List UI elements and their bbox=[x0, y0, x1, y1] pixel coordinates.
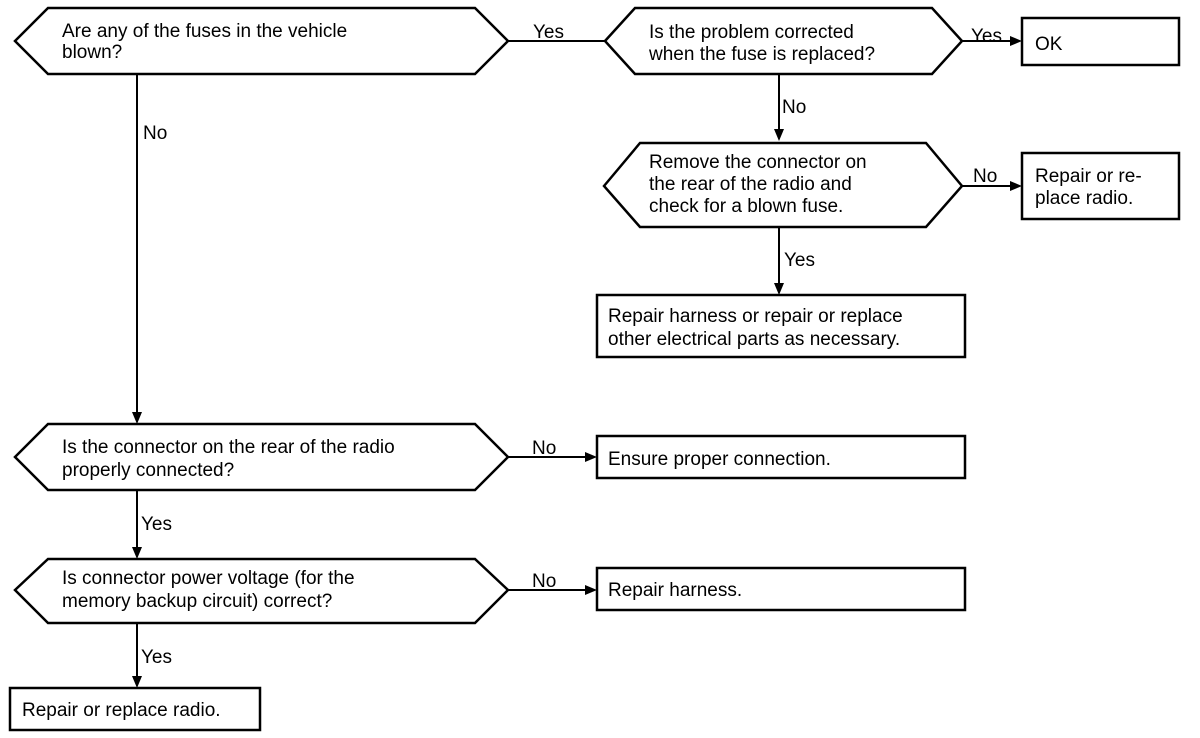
decision-fuses-blown: Are any of the fuses in the vehicle blow… bbox=[13, 6, 510, 76]
decision-shape bbox=[602, 141, 964, 229]
action-repair-harness: Repair harness. bbox=[595, 566, 967, 612]
node-text: Repair or replace radio. bbox=[22, 700, 221, 721]
node-text: properly connected? bbox=[62, 460, 234, 481]
node-text: Are any of the fuses in the vehicle bbox=[62, 21, 347, 42]
node-text: memory backup circuit) correct? bbox=[62, 591, 332, 612]
action-box bbox=[595, 434, 967, 480]
decision-shape bbox=[603, 6, 964, 76]
action-ok: OK bbox=[1020, 16, 1181, 67]
edge-label-remove-no: No bbox=[973, 166, 997, 187]
node-text: the rear of the radio and bbox=[649, 174, 852, 195]
action-box bbox=[1020, 151, 1181, 221]
edge-label-corrected-yes: Yes bbox=[971, 26, 1002, 47]
action-box bbox=[595, 566, 967, 612]
node-text: place radio. bbox=[1035, 188, 1133, 209]
decision-connector-connected: Is the connector on the rear of the radi… bbox=[13, 422, 510, 492]
decision-shape bbox=[13, 422, 510, 492]
decision-shape bbox=[13, 557, 510, 625]
node-text: when the fuse is replaced? bbox=[648, 44, 875, 65]
edge-label-fuses-no: No bbox=[143, 123, 167, 144]
connector-lines bbox=[132, 36, 1022, 688]
node-text: Is the problem corrected bbox=[649, 22, 854, 43]
action-box bbox=[1020, 16, 1181, 67]
edge-label-connected-yes: Yes bbox=[141, 514, 172, 535]
node-text: Is the connector on the rear of the radi… bbox=[62, 437, 395, 458]
arrow-to-ok bbox=[1010, 36, 1022, 46]
action-box bbox=[595, 293, 967, 359]
arrow-to-voltage-question bbox=[132, 547, 142, 559]
action-repair-harness-parts: Repair harness or repair or replace othe… bbox=[595, 293, 967, 359]
node-text: Repair or re- bbox=[1035, 166, 1142, 187]
edge-labels: Yes Yes No No Yes No No Yes No Yes bbox=[141, 22, 1002, 668]
decision-remove-connector: Remove the connector on the rear of the … bbox=[602, 141, 964, 229]
node-text: OK bbox=[1035, 34, 1063, 55]
edge-label-voltage-no: No bbox=[532, 571, 556, 592]
node-text: blown? bbox=[62, 42, 122, 63]
node-text: other electrical parts as necessary. bbox=[608, 329, 900, 350]
arrow-to-replace-radio-bottom bbox=[132, 676, 142, 688]
action-box bbox=[8, 686, 262, 732]
edge-label-corrected-no: No bbox=[782, 97, 806, 118]
node-text: Repair harness. bbox=[608, 580, 742, 601]
action-repair-replace-radio-bottom: Repair or replace radio. bbox=[8, 686, 262, 732]
edge-label-fuses-yes: Yes bbox=[533, 22, 564, 43]
node-text: Repair harness or repair or replace bbox=[608, 306, 903, 327]
arrow-to-repair-harness bbox=[585, 585, 597, 595]
arrow-to-replace-radio-top bbox=[1010, 181, 1022, 191]
arrow-to-repair-harness-parts bbox=[774, 283, 784, 295]
decision-power-voltage: Is connector power voltage (for the memo… bbox=[13, 557, 510, 625]
edge-label-remove-yes: Yes bbox=[784, 250, 815, 271]
arrow-to-connector-question bbox=[132, 412, 142, 424]
node-text: Ensure proper connection. bbox=[608, 449, 831, 470]
node-text: check for a blown fuse. bbox=[649, 196, 843, 217]
arrow-to-remove-connector bbox=[774, 129, 784, 141]
node-text: Remove the connector on bbox=[649, 152, 867, 173]
action-ensure-connection: Ensure proper connection. bbox=[595, 434, 967, 480]
decision-shape bbox=[13, 6, 510, 76]
action-repair-replace-radio-top: Repair or re- place radio. bbox=[1020, 151, 1181, 221]
node-text: Is connector power voltage (for the bbox=[62, 568, 355, 589]
edge-label-voltage-yes: Yes bbox=[141, 647, 172, 668]
arrow-to-ensure-connection bbox=[585, 452, 597, 462]
decision-problem-corrected: Is the problem corrected when the fuse i… bbox=[603, 6, 964, 76]
edge-label-connected-no: No bbox=[532, 438, 556, 459]
